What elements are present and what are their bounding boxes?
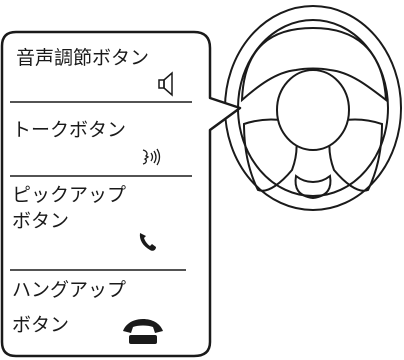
steering-wheel [224,5,402,211]
callout-box [0,30,242,358]
wheel-bottom-opening [294,174,332,200]
speaker-icon [158,71,173,97]
wheel-upper-opening [240,26,388,103]
hangup-button-label-line1: ハングアップ [12,279,126,301]
wheel-hub [276,69,350,151]
pickup-button-label-line2: ボタン [12,210,69,232]
phone-hangup-icon [123,319,163,344]
volume-button-label: 音声調節ボタン [16,47,149,69]
pickup-button-label-line1: ピックアップ [12,184,126,206]
voice-icon [142,148,161,166]
talk-button-label: トークボタン [12,119,126,141]
hangup-button-label-line2: ボタン [12,314,69,336]
phone-handset-icon [139,233,156,251]
wheel-right-opening [328,118,384,192]
